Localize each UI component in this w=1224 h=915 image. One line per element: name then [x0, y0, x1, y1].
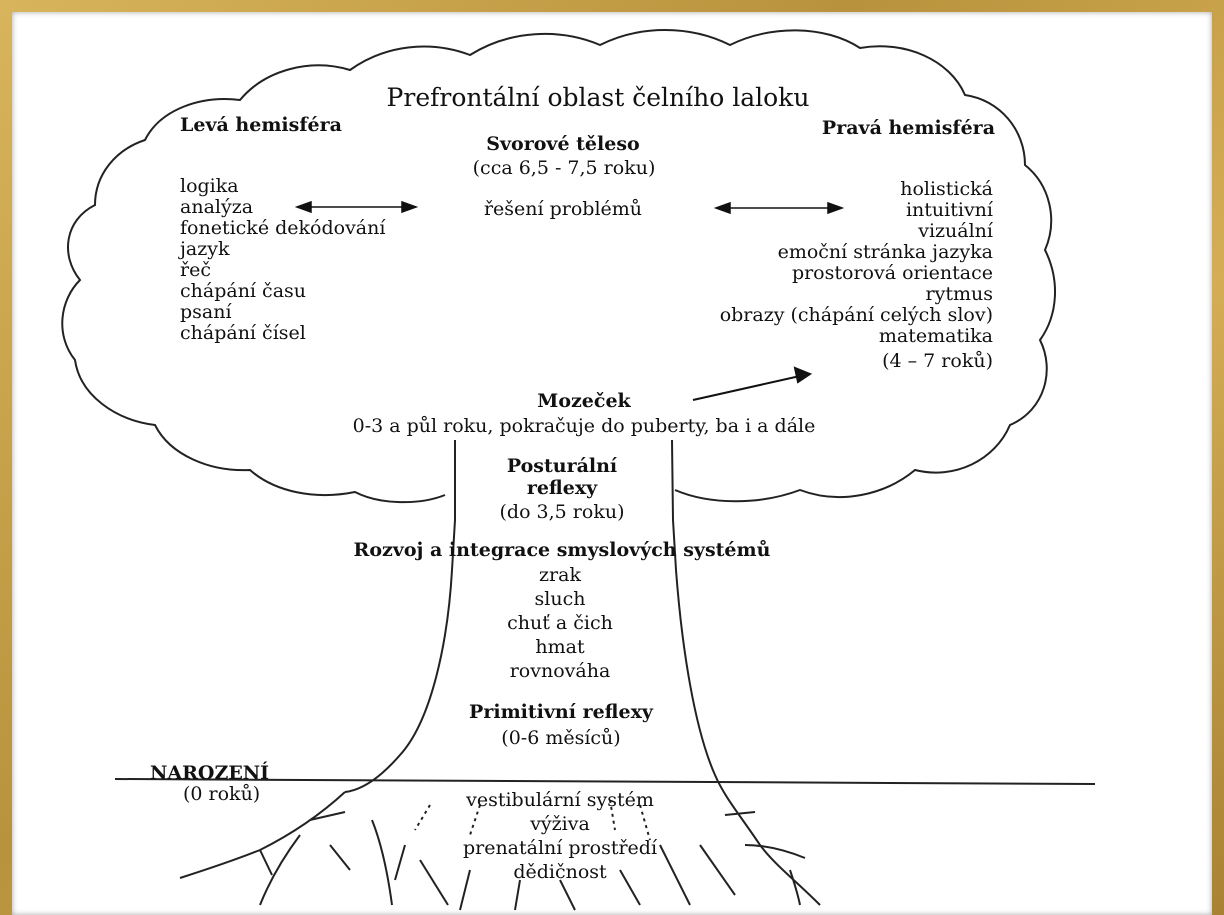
sense-item: chuť a čich	[507, 612, 613, 634]
right-item: emoční stránka jazyka	[777, 241, 993, 263]
right-hemisphere-age: (4 – 7 roků)	[882, 350, 993, 372]
corpus-callosum-age: (cca 6,5 - 7,5 roku)	[472, 157, 656, 179]
left-item: psaní	[180, 301, 232, 323]
primitive-reflexes-heading: Primitivní reflexy	[469, 701, 653, 723]
cerebellum-age: 0-3 a půl roku, pokračuje do puberty, ba…	[352, 415, 816, 437]
double-arrow-left	[294, 200, 419, 214]
arrow-cerebellum-to-right	[692, 366, 813, 401]
left-item: řeč	[180, 259, 211, 281]
right-item: obrazy (chápání celých slov)	[719, 304, 993, 326]
sense-item: rovnováha	[509, 660, 611, 682]
left-hemisphere-heading: Levá hemisféra	[180, 114, 342, 136]
trunk-left-edge	[344, 440, 456, 793]
sense-item: sluch	[534, 588, 586, 610]
left-item: logika	[180, 175, 239, 197]
birth-age: (0 roků)	[183, 783, 261, 805]
senses-heading: Rozvoj a integrace smyslových systémů	[353, 539, 771, 561]
right-item: vizuální	[918, 220, 993, 242]
paper	[12, 12, 1212, 915]
problem-solving: řešení problémů	[483, 198, 643, 220]
double-arrow-right	[713, 201, 845, 215]
left-item: jazyk	[180, 238, 230, 260]
trunk-right-edge	[671, 439, 821, 906]
root-item: dědičnost	[513, 861, 607, 883]
right-item: rytmus	[925, 283, 993, 305]
right-item: matematika	[878, 325, 993, 347]
right-item: holistická	[900, 178, 993, 200]
corpus-callosum-heading: Svorové těleso	[486, 133, 640, 155]
roots	[179, 791, 806, 911]
sense-item: hmat	[535, 636, 585, 658]
left-item: analýza	[180, 196, 254, 218]
root-item: výživa	[530, 813, 590, 835]
cerebellum-heading: Mozeček	[537, 390, 631, 412]
title: Prefrontální oblast čelního laloku	[386, 83, 810, 112]
postural-reflexes-line2: reflexy	[526, 477, 598, 499]
left-item: chápání čísel	[180, 322, 306, 344]
sense-item: zrak	[539, 564, 581, 586]
ground-line	[114, 778, 1096, 785]
right-hemisphere-heading: Pravá hemisféra	[821, 117, 995, 139]
left-item: fonetické dekódování	[180, 217, 386, 239]
birth-label: NAROZENÍ	[150, 762, 270, 784]
tree-crown-outline	[61, 29, 1056, 504]
primitive-reflexes-age: (0-6 měsíců)	[501, 727, 621, 749]
right-item: prostorová orientace	[791, 262, 993, 284]
postural-reflexes-line1: Posturální	[506, 455, 618, 477]
postural-reflexes-age: (do 3,5 roku)	[499, 501, 625, 523]
right-item: intuitivní	[905, 199, 993, 221]
root-item: vestibulární systém	[466, 789, 654, 811]
left-item: chápání času	[180, 280, 307, 302]
root-item: prenatální prostředí	[462, 837, 658, 859]
